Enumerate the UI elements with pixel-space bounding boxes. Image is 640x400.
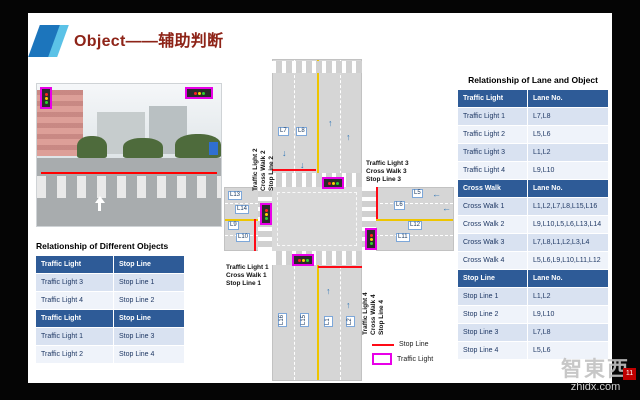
lane-label-l11: L11 [396,233,410,242]
traffic-light-icon-3 [322,177,344,189]
photo-tree [123,138,163,158]
lane-label-l16: L16 [278,312,287,327]
table-row: Traffic Light 4 Stop Line 2 [36,292,184,309]
intersection-box [272,187,362,251]
traffic-light-icon-4 [365,228,377,250]
photo-traffic-light-highlight-right [185,87,213,99]
stop-line-3 [272,169,316,171]
lane-arrow-left-icon: ← [442,203,451,213]
table-row: Stop Line 4 L5,L6 [458,342,608,359]
objects-relationship-table: Relationship of Different Objects Traffi… [36,241,184,364]
watermark-site: zhidx.com [570,381,621,393]
traffic-light-icon-1 [292,254,314,266]
slide-title: Object——辅助判断 [74,33,224,50]
table-row: Traffic Light 2 Stop Line 4 [36,346,184,363]
table-header-row: Traffic Light Lane No. [458,90,608,107]
table-row: Traffic Light 3 L1,L2 [458,144,608,161]
lane-label-l13: L13 [228,191,243,200]
stop-line-1 [318,266,362,268]
slide: Object——辅助判断 [28,13,612,383]
table-row: Stop Line 1 L1,L2 [458,288,608,305]
table-row: Traffic Light 4 L9,L10 [458,162,608,179]
legend-stop-line-label: Stop Line [399,341,429,348]
lane-object-table: Relationship of Lane and Object Traffic … [458,75,608,360]
stop-line-4 [376,187,378,219]
crosswalk-top-end [272,61,362,73]
lane-arrow-up-icon: ↑ [346,132,351,142]
lane-label-l6: L6 [394,201,405,210]
table-row: Cross Walk 4 L5,L6,L9,L10,L11,L12 [458,252,608,269]
lane-label-l1: L1 [324,316,333,327]
group-label-2: Traffic Light 2 Cross Walk 2 Stop Line 2 [252,148,275,191]
stop-line-swatch-icon [372,343,394,346]
lane-arrow-up-icon: ↑ [346,300,351,310]
table-row: Stop Line 2 L9,L10 [458,306,608,323]
lane-label-l2: L2 [346,316,355,327]
page-number-badge: 11 [623,368,636,380]
traffic-light-swatch-icon [372,353,392,365]
stop-line-2 [254,219,256,251]
lane-label-l7: L7 [278,127,289,136]
table-row: Traffic Light 1 L7,L8 [458,108,608,125]
lane-arrow-up-icon: ↑ [328,118,333,128]
table-row: Traffic Light 1 Stop Line 3 [36,328,184,345]
lane-label-l5: L5 [412,189,423,198]
lane-arrow-left-icon: ← [432,189,441,199]
legend: Stop Line Traffic Light [372,341,433,370]
photo-stop-line-annotation [41,172,217,174]
right-table-title: Relationship of Lane and Object [468,75,598,85]
table-row: Traffic Light 2 L5,L6 [458,126,608,143]
photo-crosswalk [37,176,221,198]
table-header-row: Traffic Light Stop Line [36,310,184,327]
photo-lane-arrow-icon [95,196,105,203]
table-header-row: Cross Walk Lane No. [458,180,608,197]
table-row: Traffic Light 3 Stop Line 1 [36,274,184,291]
table-header-row: Traffic Light Stop Line [36,256,184,273]
watermark-brand: 智東西 [561,358,630,381]
photo-tree [77,136,107,158]
table-row: Cross Walk 2 L9,L10,L5,L6,L13,L14 [458,216,608,233]
table-header-row: Stop Line Lane No. [458,270,608,287]
group-label-4: Traffic Light 4 Cross Walk 4 Stop Line 4 [362,292,385,335]
lane-label-l14: L14 [235,205,250,214]
crosswalk-3-north [272,173,362,187]
traffic-light-icon-2 [260,203,272,225]
crosswalk-1-south [272,251,362,265]
photo-traffic-light-highlight-left [40,87,52,109]
group-label-1: Traffic Light 1 Cross Walk 1 Stop Line 1 [226,264,269,287]
lane-label-l15: L15 [300,312,309,327]
lane-arrow-down-icon: ↓ [282,148,287,158]
street-photo [36,83,222,227]
lane-label-l9: L9 [228,221,239,230]
photo-lane-arrow-icon [98,203,101,211]
left-table-title: Relationship of Different Objects [36,241,169,251]
lane-label-l10: L10 [236,233,251,242]
table-row: Stop Line 3 L7,L8 [458,324,608,341]
table-row: Cross Walk 1 L1,L2,L7,L8,L15,L16 [458,198,608,215]
table-row: Cross Walk 3 L7,L8,L1,L2,L3,L4 [458,234,608,251]
lane-arrow-up-icon: ↑ [326,286,331,296]
lane-label-l12: L12 [408,221,423,230]
group-label-3: Traffic Light 3 Cross Walk 3 Stop Line 3 [366,160,409,183]
lane-arrow-down-icon: ↓ [300,160,305,170]
intersection-guide-box [277,192,357,246]
watermark: 智東西 zhidx.com [561,359,630,394]
photo-road-sign [209,142,218,155]
legend-traffic-light-label: Traffic Light [397,355,434,363]
lane-label-l8: L8 [296,127,307,136]
